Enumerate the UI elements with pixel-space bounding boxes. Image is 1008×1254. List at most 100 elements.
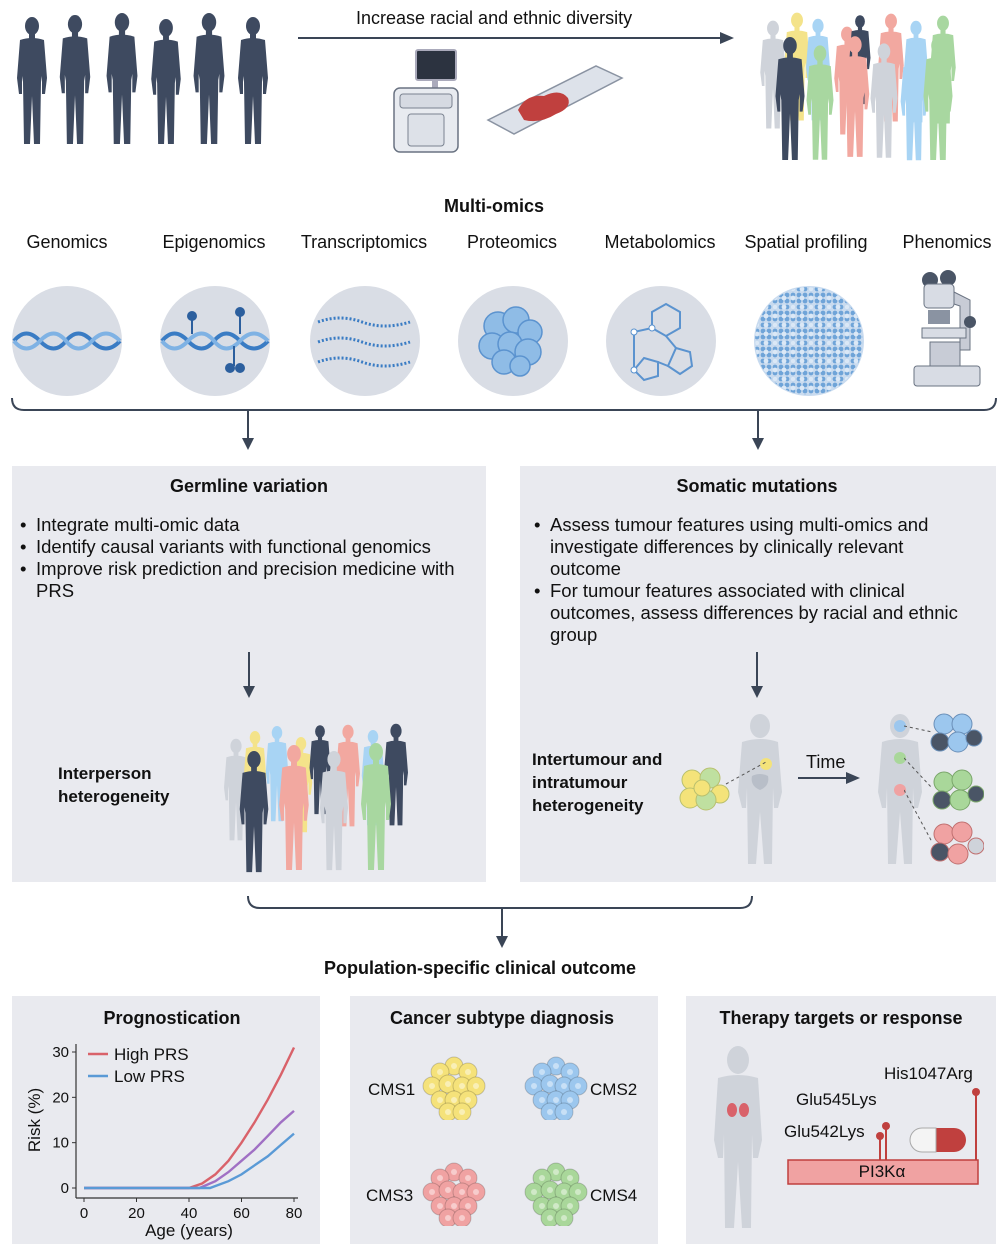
label-proteomics: Proteomics — [466, 232, 558, 252]
cell — [568, 1182, 588, 1202]
cell-nucleus — [547, 1109, 553, 1115]
pi3k-protein-diagram — [787, 1088, 980, 1185]
cell — [568, 1076, 588, 1096]
x-axis-label: Age (years) — [145, 1221, 233, 1240]
cell — [452, 1208, 472, 1226]
cell-nucleus — [465, 1069, 471, 1075]
cell — [554, 1208, 574, 1226]
outcome-bracket — [247, 895, 753, 948]
cell-nucleus — [473, 1083, 479, 1089]
cms1-label: CMS1 — [368, 1080, 416, 1099]
legend-label-1: High PRS — [114, 1045, 189, 1064]
cms3-cell-cluster — [422, 1162, 486, 1226]
label-transcriptomics: Transcriptomics — [300, 232, 428, 252]
cell-nucleus — [459, 1109, 465, 1115]
legend-label-2: Low PRS — [114, 1067, 185, 1086]
cell-nucleus — [531, 1083, 537, 1089]
mutation-glu545lys: Glu545Lys — [796, 1090, 877, 1109]
metastasis-clusters — [904, 713, 984, 865]
cell-nucleus — [561, 1189, 567, 1195]
cell-nucleus — [451, 1063, 457, 1069]
time-label: Time — [806, 752, 846, 772]
cms2-cell-cluster — [524, 1056, 588, 1120]
cell-nucleus — [553, 1063, 559, 1069]
somatic-arrow — [751, 652, 763, 698]
cell-nucleus — [547, 1187, 553, 1193]
cell-nucleus — [429, 1189, 435, 1195]
interperson-heterogeneity-label: Interperson heterogeneity — [58, 764, 170, 806]
cell-nucleus — [547, 1081, 553, 1087]
time-arrow — [798, 772, 860, 784]
label-phenomics: Phenomics — [902, 232, 992, 252]
diversity-arrow — [298, 32, 734, 44]
cell-nucleus — [451, 1203, 457, 1209]
cell-nucleus — [465, 1097, 471, 1103]
cell-nucleus — [465, 1175, 471, 1181]
germline-arrow — [243, 652, 255, 698]
germline-bullets: Integrate multi-omic data Identify causa… — [14, 514, 476, 602]
series-line-3 — [84, 1132, 295, 1190]
germline-title: Germline variation — [169, 476, 329, 496]
cell-nucleus — [445, 1081, 451, 1087]
cell-nucleus — [451, 1097, 457, 1103]
therapy-title: Therapy targets or response — [719, 1008, 963, 1028]
series-line-1 — [84, 1046, 296, 1190]
transcriptomics-rna-icon — [310, 286, 420, 396]
spatial-profiling-icon — [754, 286, 864, 396]
cell-nucleus — [567, 1203, 573, 1209]
cell-nucleus — [459, 1083, 465, 1089]
cell-nucleus — [437, 1175, 443, 1181]
label-genomics: Genomics — [26, 232, 108, 252]
germline-bullet-1: Integrate multi-omic data — [14, 514, 476, 536]
cell-nucleus — [539, 1069, 545, 1075]
cell — [466, 1076, 486, 1096]
cell — [554, 1102, 574, 1120]
somatic-bullets: Assess tumour features using multi-omics… — [528, 514, 958, 646]
cell-nucleus — [567, 1097, 573, 1103]
label-metabolomics: Metabolomics — [604, 232, 716, 252]
cell-nucleus — [459, 1215, 465, 1221]
cell-nucleus — [445, 1109, 451, 1115]
homogeneous-population — [17, 13, 268, 145]
patient-body-icon — [738, 714, 782, 864]
cell-nucleus — [539, 1097, 545, 1103]
x-tick-label: 20 — [128, 1205, 145, 1222]
cell-nucleus — [451, 1169, 457, 1175]
tumour-cell-cluster-icon — [679, 767, 730, 811]
subtype-panel — [350, 996, 658, 1244]
cell-nucleus — [459, 1189, 465, 1195]
cell-nucleus — [575, 1083, 581, 1089]
intertumour-heterogeneity-label: Intertumour and intratumour heterogeneit… — [532, 750, 663, 815]
multiomics-bracket — [11, 397, 997, 450]
subtype-title: Cancer subtype diagnosis — [389, 1008, 615, 1028]
cell-nucleus — [473, 1189, 479, 1195]
germline-bullet-3: Improve risk prediction and precision me… — [14, 558, 476, 602]
cell-nucleus — [567, 1069, 573, 1075]
diverse-population — [760, 12, 956, 161]
genomics-dna-icon — [12, 286, 122, 396]
mutation-his1047arg: His1047Arg — [884, 1064, 973, 1083]
tissue-slide-icon — [486, 65, 624, 135]
cms2-label: CMS2 — [590, 1080, 638, 1099]
cell-nucleus — [539, 1203, 545, 1209]
cell-nucleus — [531, 1189, 537, 1195]
cms4-label: CMS4 — [590, 1186, 638, 1205]
diversity-arrow-label: Increase racial and ethnic diversity — [356, 8, 633, 28]
y-tick-label: 20 — [52, 1089, 69, 1106]
y-tick-label: 10 — [52, 1135, 69, 1152]
x-tick-label: 0 — [80, 1205, 88, 1222]
cell-nucleus — [465, 1203, 471, 1209]
y-axis-label: Risk (%) — [25, 1088, 44, 1152]
sequencer-machine-icon — [393, 49, 459, 153]
cms3-label: CMS3 — [366, 1186, 414, 1205]
cell-nucleus — [561, 1109, 567, 1115]
somatic-bullet-2: For tumour features associated with clin… — [528, 580, 958, 646]
dashed-connector-left — [725, 761, 767, 785]
cell-nucleus — [561, 1215, 567, 1221]
y-tick-label: 30 — [52, 1044, 69, 1061]
y-tick-label: 0 — [61, 1180, 69, 1197]
cell-nucleus — [575, 1189, 581, 1195]
outcome-title: Population-specific clinical outcome — [324, 958, 637, 978]
prognostication-panel — [12, 996, 320, 1244]
